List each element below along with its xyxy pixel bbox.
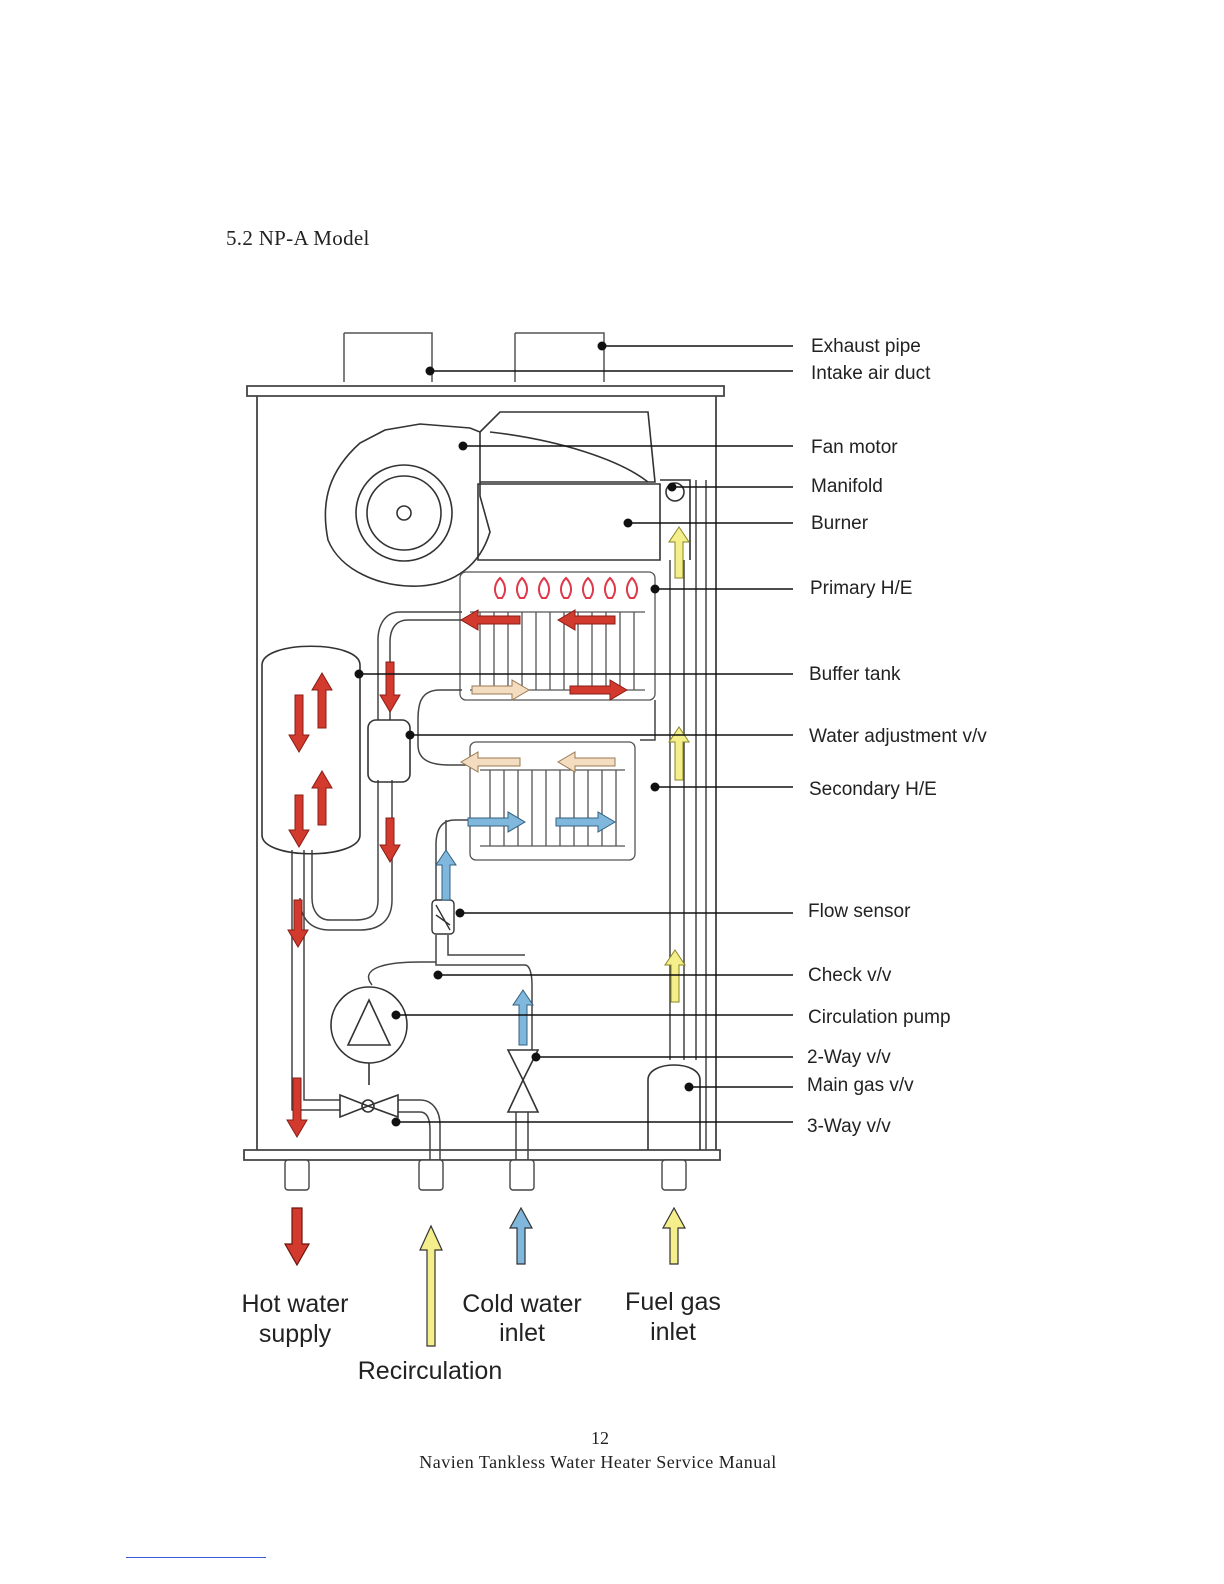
burner-flames xyxy=(493,576,639,599)
label-fuel-gas-line1: Fuel gas xyxy=(625,1288,721,1316)
circulation-pump xyxy=(330,986,408,1085)
manual-title: Navien Tankless Water Heater Service Man… xyxy=(419,1452,777,1472)
label-intake-air-duct: Intake air duct xyxy=(811,363,931,384)
label-cold-water-line2: inlet xyxy=(499,1319,545,1347)
flow-sensor xyxy=(431,899,455,935)
buffer-tank xyxy=(261,645,361,855)
label-water-adjustment-valve: Water adjustment v/v xyxy=(809,726,987,747)
label-cold-water-line1: Cold water xyxy=(462,1290,582,1318)
label-fan-motor: Fan motor xyxy=(811,437,898,458)
recirculation-arrow xyxy=(419,1224,443,1347)
water-adjustment-valve xyxy=(367,719,411,783)
label-check-valve: Check v/v xyxy=(808,965,892,986)
label-manifold: Manifold xyxy=(811,476,883,497)
burner xyxy=(477,479,691,561)
label-hot-water-line1: Hot water xyxy=(242,1290,349,1318)
cold-water-inlet-arrow xyxy=(508,1206,534,1265)
section-title: 5.2 NP-A Model xyxy=(226,226,370,250)
footer-link-rule xyxy=(126,1557,266,1558)
bottom-fittings xyxy=(284,1159,687,1191)
label-hot-water-line2: supply xyxy=(259,1320,332,1348)
callout-leaders xyxy=(359,345,793,1123)
gas-flow-arrows xyxy=(664,526,690,1003)
secondary-heat-exchanger xyxy=(469,741,636,861)
hot-water-supply-arrow xyxy=(283,1207,311,1267)
exhaust-pipe xyxy=(514,332,605,382)
main-gas-valve xyxy=(647,1064,701,1150)
cold-flow-arrows xyxy=(435,811,616,1046)
label-exhaust-pipe: Exhaust pipe xyxy=(811,336,921,357)
label-burner: Burner xyxy=(811,513,869,534)
primary-heat-exchanger xyxy=(459,571,656,701)
warm-flow-arrows xyxy=(460,679,616,773)
three-way-valve xyxy=(339,1093,399,1119)
cabinet xyxy=(243,385,725,1161)
label-circulation-pump: Circulation pump xyxy=(808,1007,951,1028)
callout-dots xyxy=(354,341,694,1127)
label-secondary-he: Secondary H/E xyxy=(809,779,937,800)
two-way-valve xyxy=(506,1049,540,1113)
label-buffer-tank: Buffer tank xyxy=(809,664,901,685)
label-primary-he: Primary H/E xyxy=(810,578,912,599)
label-three-way-valve: 3-Way v/v xyxy=(807,1116,891,1137)
fuel-gas-inlet-arrow xyxy=(661,1206,687,1265)
label-recirculation: Recirculation xyxy=(358,1357,503,1385)
label-main-gas-valve: Main gas v/v xyxy=(807,1075,914,1096)
label-flow-sensor: Flow sensor xyxy=(808,901,911,922)
fan-motor xyxy=(324,411,656,587)
label-two-way-valve: 2-Way v/v xyxy=(807,1047,891,1068)
intake-air-duct xyxy=(343,332,433,382)
page-number: 12 xyxy=(591,1428,609,1448)
label-fuel-gas-line2: inlet xyxy=(650,1318,696,1346)
hot-flow-arrows xyxy=(286,609,628,1138)
